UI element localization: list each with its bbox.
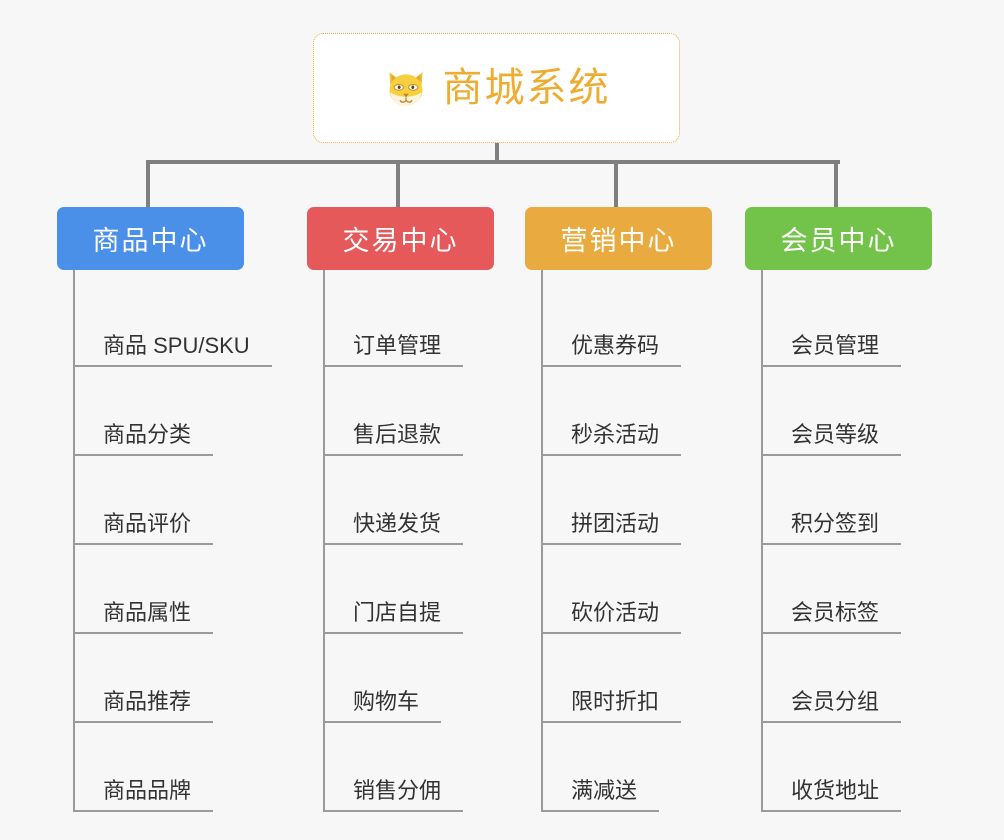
category-header-label: 营销中心: [560, 226, 677, 256]
leaf-item[interactable]: 拼团活动: [525, 456, 712, 545]
leaf-item[interactable]: 砍价活动: [525, 545, 712, 634]
leaf-item[interactable]: 门店自提: [307, 545, 494, 634]
leaf-item-label: 满减送: [541, 778, 660, 812]
leaf-item[interactable]: 满减送: [525, 723, 712, 812]
leaf-item-label: 优惠券码: [541, 333, 682, 367]
shiba-dog-face-icon: [388, 72, 423, 106]
leaf-item[interactable]: 商品分类: [57, 367, 244, 456]
leaf-item-label: 会员管理: [761, 333, 902, 367]
leaf-item-label: 销售分佣: [323, 778, 464, 812]
leaf-item[interactable]: 商品 SPU/SKU: [57, 278, 272, 367]
connector-stem: [495, 143, 499, 164]
category-column-marketing-center: 营销中心优惠券码秒杀活动拼团活动砍价活动限时折扣满减送: [525, 207, 712, 812]
category-header-label: 会员中心: [780, 226, 897, 256]
category-header-trade-center[interactable]: 交易中心: [307, 207, 494, 270]
leaf-item[interactable]: 限时折扣: [525, 634, 712, 723]
leaf-item-label: 订单管理: [323, 333, 464, 367]
leaf-item-label: 商品评价: [73, 511, 214, 545]
leaf-item-label: 商品 SPU/SKU: [73, 333, 272, 367]
leaf-item[interactable]: 会员管理: [745, 278, 932, 367]
leaf-item[interactable]: 积分签到: [745, 456, 932, 545]
branch-spine: [541, 270, 543, 812]
branch-trade-center: 订单管理售后退款快递发货门店自提购物车销售分佣: [307, 270, 494, 812]
leaf-item-label: 收货地址: [761, 778, 902, 812]
leaf-item[interactable]: 秒杀活动: [525, 367, 712, 456]
leaf-item-label: 秒杀活动: [541, 422, 682, 456]
leaf-item-label: 限时折扣: [541, 689, 682, 723]
leaf-item-label: 拼团活动: [541, 511, 682, 545]
leaf-item[interactable]: 售后退款: [307, 367, 494, 456]
branch-spine: [73, 270, 75, 812]
connector-drop-trade-center: [396, 160, 400, 210]
root-node-title: 商城系统: [442, 66, 611, 110]
leaf-item[interactable]: 优惠券码: [525, 278, 712, 367]
leaf-item[interactable]: 商品属性: [57, 545, 244, 634]
leaf-item-label: 会员等级: [761, 422, 902, 456]
leaf-item-label: 积分签到: [761, 511, 902, 545]
category-header-label: 交易中心: [342, 226, 459, 256]
connector-horizontal-bar: [148, 160, 840, 164]
branch-marketing-center: 优惠券码秒杀活动拼团活动砍价活动限时折扣满减送: [525, 270, 712, 812]
leaf-item[interactable]: 会员标签: [745, 545, 932, 634]
category-header-marketing-center[interactable]: 营销中心: [525, 207, 712, 270]
leaf-item-label: 商品品牌: [73, 778, 214, 812]
leaf-item[interactable]: 商品评价: [57, 456, 244, 545]
leaf-item[interactable]: 收货地址: [745, 723, 932, 812]
leaf-item[interactable]: 会员分组: [745, 634, 932, 723]
leaf-item[interactable]: 销售分佣: [307, 723, 494, 812]
branch-spine: [761, 270, 763, 812]
leaf-item-label: 会员分组: [761, 689, 902, 723]
leaf-item[interactable]: 订单管理: [307, 278, 494, 367]
connector-drop-marketing-center: [614, 160, 618, 210]
branch-spine: [323, 270, 325, 812]
leaf-item-label: 会员标签: [761, 600, 902, 634]
leaf-item-label: 商品分类: [73, 422, 214, 456]
category-column-member-center: 会员中心会员管理会员等级积分签到会员标签会员分组收货地址: [745, 207, 932, 812]
category-column-product-center: 商品中心商品 SPU/SKU 商品分类商品评价商品属性商品推荐商品品牌: [57, 207, 272, 812]
leaf-item[interactable]: 商品推荐: [57, 634, 244, 723]
connector-drop-product-center: [146, 160, 150, 210]
leaf-item-label: 售后退款: [323, 422, 464, 456]
category-column-trade-center: 交易中心订单管理售后退款快递发货门店自提购物车销售分佣: [307, 207, 494, 812]
leaf-item-label: 商品属性: [73, 600, 214, 634]
category-header-label: 商品中心: [92, 226, 209, 256]
branch-member-center: 会员管理会员等级积分签到会员标签会员分组收货地址: [745, 270, 932, 812]
leaf-item-label: 商品推荐: [73, 689, 214, 723]
category-header-member-center[interactable]: 会员中心: [745, 207, 932, 270]
leaf-item-label: 门店自提: [323, 600, 464, 634]
leaf-item-label: 快递发货: [323, 511, 464, 545]
leaf-item[interactable]: 购物车: [307, 634, 494, 723]
leaf-item[interactable]: 商品品牌: [57, 723, 244, 812]
leaf-item[interactable]: 会员等级: [745, 367, 932, 456]
connector-drop-member-center: [834, 160, 838, 210]
category-header-product-center[interactable]: 商品中心: [57, 207, 244, 270]
leaf-item-label: 购物车: [323, 689, 442, 723]
root-node-mall-system[interactable]: 商城系统: [313, 33, 680, 143]
leaf-item[interactable]: 快递发货: [307, 456, 494, 545]
leaf-item-label: 砍价活动: [541, 600, 682, 634]
branch-product-center: 商品 SPU/SKU 商品分类商品评价商品属性商品推荐商品品牌: [57, 270, 272, 812]
